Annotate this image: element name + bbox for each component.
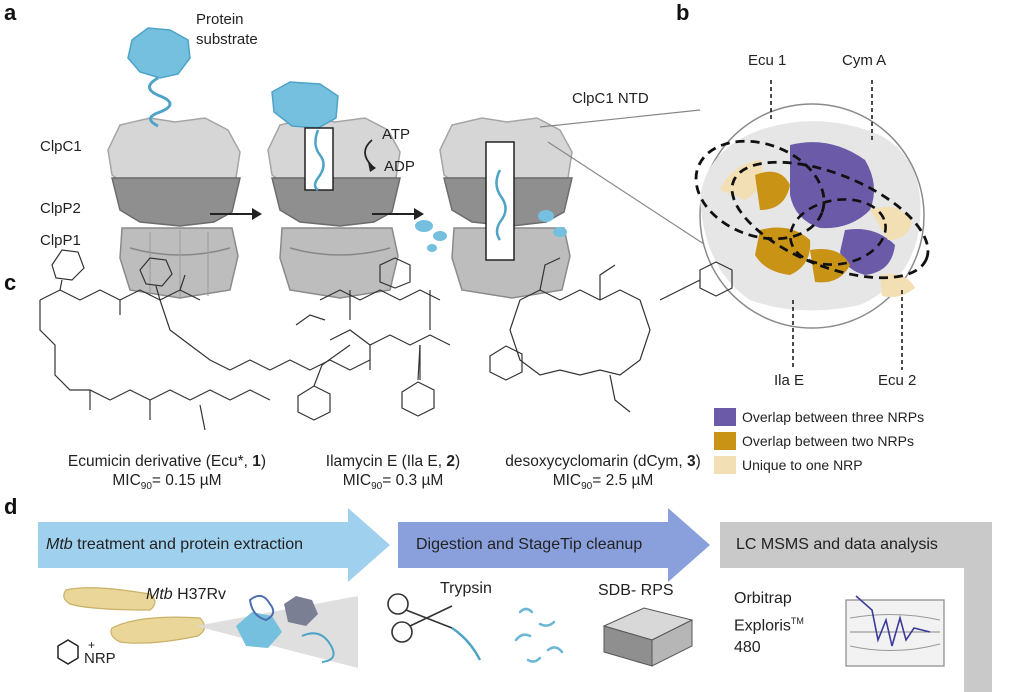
- ms-spectrum-icon: [845, 595, 945, 667]
- clpp1-label: ClpP1: [40, 232, 81, 249]
- legend-item-unique: Unique to one NRP: [714, 456, 863, 474]
- protein-substrate-shape: [127, 27, 191, 128]
- lysate-proteins: [236, 594, 335, 663]
- compound-mic-2: MIC90= 0.3 µM: [342, 472, 444, 493]
- compound-caption-1: Ecumicin derivative (Ecu*, 1) MIC90= 0.1…: [42, 452, 292, 496]
- zoom-line-top: [539, 109, 701, 128]
- exploris-line: ExplorisTM: [734, 616, 804, 635]
- clp-complex-3: [415, 117, 573, 299]
- legend-item-three: Overlap between three NRPs: [714, 408, 924, 426]
- arrow-1: [210, 208, 262, 220]
- compound-mic-3: MIC90= 2.5 µM: [552, 472, 654, 493]
- arrow-2: [372, 208, 424, 220]
- protein-substrate-line2: substrate: [196, 31, 258, 48]
- step-3-label: LC MSMS and data analysis: [736, 536, 938, 553]
- structure-ilamycin: [295, 257, 451, 421]
- mtb-bacteria: [63, 587, 206, 644]
- compound-name-2: Ilamycin E (Ila E, 2): [325, 453, 461, 470]
- peptide-fragments: [514, 607, 564, 663]
- legend-swatch-gold: [714, 432, 736, 450]
- orbitrap-label: Orbitrap ExplorisTM 480: [734, 588, 804, 659]
- protein-substrate-line1: Protein: [196, 11, 244, 28]
- step-2-label: Digestion and StageTip cleanup: [416, 536, 643, 553]
- compound-mic-1: MIC90= 0.15 µM: [112, 472, 222, 493]
- atp-label: ATP: [382, 126, 411, 143]
- adp-label: ADP: [384, 158, 415, 175]
- compound-caption-2: Ilamycin E (Ila E, 2) MIC90= 0.3 µM: [298, 452, 488, 496]
- compound-name-3: desoxycyclomarin (dCym, 3): [505, 453, 701, 470]
- ntd-surface-circle: [694, 80, 930, 370]
- nrp-plus-label: +: [88, 638, 96, 652]
- panel-a-letter: a: [4, 0, 17, 25]
- legend-label-two: Overlap between two NRPs: [742, 433, 914, 449]
- atp-adp-arrow: [364, 139, 376, 172]
- scissors-icon: [387, 593, 482, 661]
- legend-label-three: Overlap between three NRPs: [742, 409, 925, 425]
- cyma-label: Cym A: [842, 52, 887, 69]
- clp-complex-1: [107, 117, 241, 299]
- clpc1-ntd-label: ClpC1 NTD: [572, 90, 649, 107]
- zoom-line-bottom: [547, 141, 711, 249]
- ecu2-label: Ecu 2: [878, 372, 917, 389]
- trypsin-label: Trypsin: [440, 580, 492, 597]
- process-arrows: [38, 508, 992, 692]
- legend-swatch-purple: [714, 408, 736, 426]
- compound-name-1: Ecumicin derivative (Ecu*, 1): [67, 453, 267, 470]
- model-line: 480: [734, 639, 761, 657]
- orbitrap-line: Orbitrap: [734, 590, 792, 607]
- structure-ecumicin: [39, 249, 371, 431]
- panel-d-letter: d: [4, 494, 18, 519]
- compound-caption-3: desoxycyclomarin (dCym, 3) MIC90= 2.5 µM: [488, 452, 718, 496]
- nrp-hexagon-icon: [57, 639, 79, 665]
- sdb-rps-cartridge: [602, 607, 694, 667]
- legend-item-two: Overlap between two NRPs: [714, 432, 914, 450]
- legend-label-unique: Unique to one NRP: [742, 457, 863, 473]
- ilae-label: Ila E: [774, 372, 805, 389]
- clpp2-label: ClpP2: [40, 200, 81, 217]
- panel-c-letter: c: [4, 270, 17, 295]
- nrp-label: NRP: [84, 650, 116, 667]
- legend-swatch-beige: [714, 456, 736, 474]
- structure-desoxycyclomarin: [489, 257, 733, 413]
- panel-b-letter: b: [676, 0, 690, 25]
- mtb-strain-label: Mtb H37Rv: [146, 586, 227, 603]
- step-1-label: Mtb treatment and protein extraction: [46, 536, 304, 553]
- sdb-rps-label: SDB- RPS: [598, 582, 674, 599]
- clp-complex-2: [267, 81, 401, 299]
- protein-substrate-label: Protein substrate: [196, 10, 258, 50]
- clpc1-label: ClpC1: [40, 138, 82, 155]
- ecu1-label: Ecu 1: [748, 52, 787, 69]
